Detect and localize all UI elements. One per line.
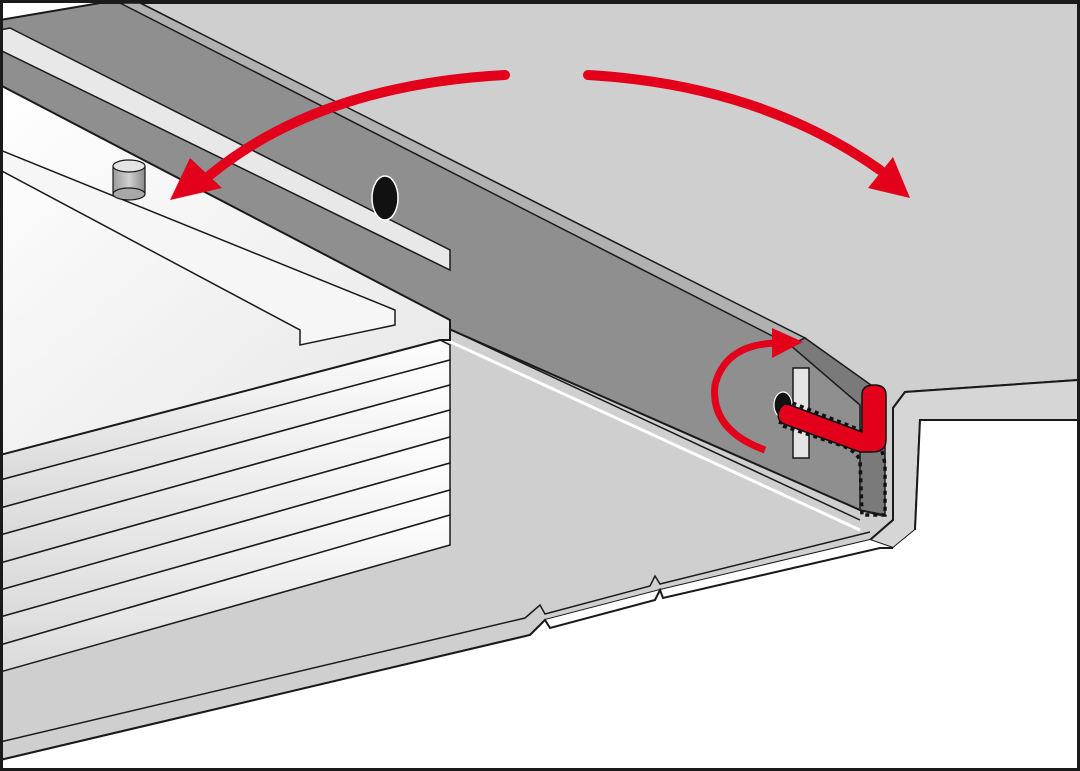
swing-left-arrow bbox=[170, 70, 510, 200]
bed-front-edge bbox=[0, 547, 893, 761]
sheet-edges bbox=[0, 339, 451, 673]
rail-hole bbox=[371, 175, 399, 221]
swing-right-arrow bbox=[583, 70, 910, 198]
clamp-strip bbox=[0, 149, 396, 346]
rotate-arrow bbox=[711, 328, 803, 454]
hook-lever bbox=[777, 384, 887, 453]
positioning-pin bbox=[112, 159, 146, 201]
rail-ledge bbox=[0, 27, 451, 272]
sheet-stack bbox=[0, 83, 451, 673]
